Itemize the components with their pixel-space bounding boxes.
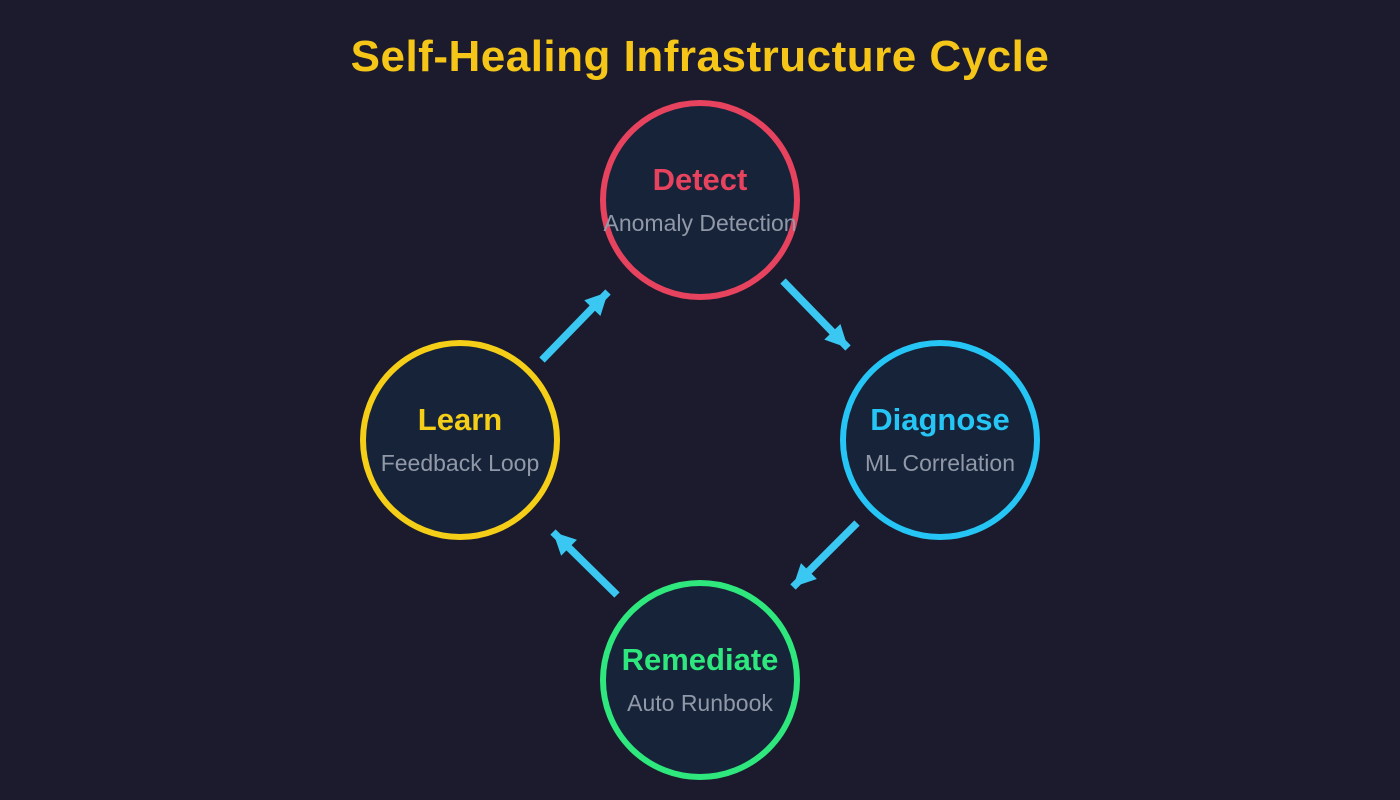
page-title: Self-Healing Infrastructure Cycle bbox=[350, 32, 1050, 81]
arrow-learn-to-detect bbox=[539, 289, 611, 363]
arrow-diagnose-to-remediate bbox=[790, 520, 860, 590]
node-remediate: Remediate Auto Runbook bbox=[600, 580, 800, 780]
node-detect-label: Detect bbox=[652, 162, 748, 197]
arrow-detect-to-diagnose bbox=[780, 278, 851, 351]
node-learn-label: Learn bbox=[417, 402, 503, 437]
arrow-remediate-to-learn bbox=[550, 529, 620, 598]
node-diagnose-sublabel: ML Correlation bbox=[865, 450, 1015, 476]
node-diagnose-label: Diagnose bbox=[870, 402, 1010, 437]
node-remediate-sublabel: Auto Runbook bbox=[627, 690, 773, 716]
node-learn: Learn Feedback Loop bbox=[360, 340, 560, 540]
node-detect: Detect Anomaly Detection bbox=[600, 100, 800, 300]
node-diagnose: Diagnose ML Correlation bbox=[840, 340, 1040, 540]
node-remediate-label: Remediate bbox=[621, 642, 779, 677]
node-detect-sublabel: Anomaly Detection bbox=[603, 210, 797, 236]
node-learn-sublabel: Feedback Loop bbox=[380, 450, 540, 476]
